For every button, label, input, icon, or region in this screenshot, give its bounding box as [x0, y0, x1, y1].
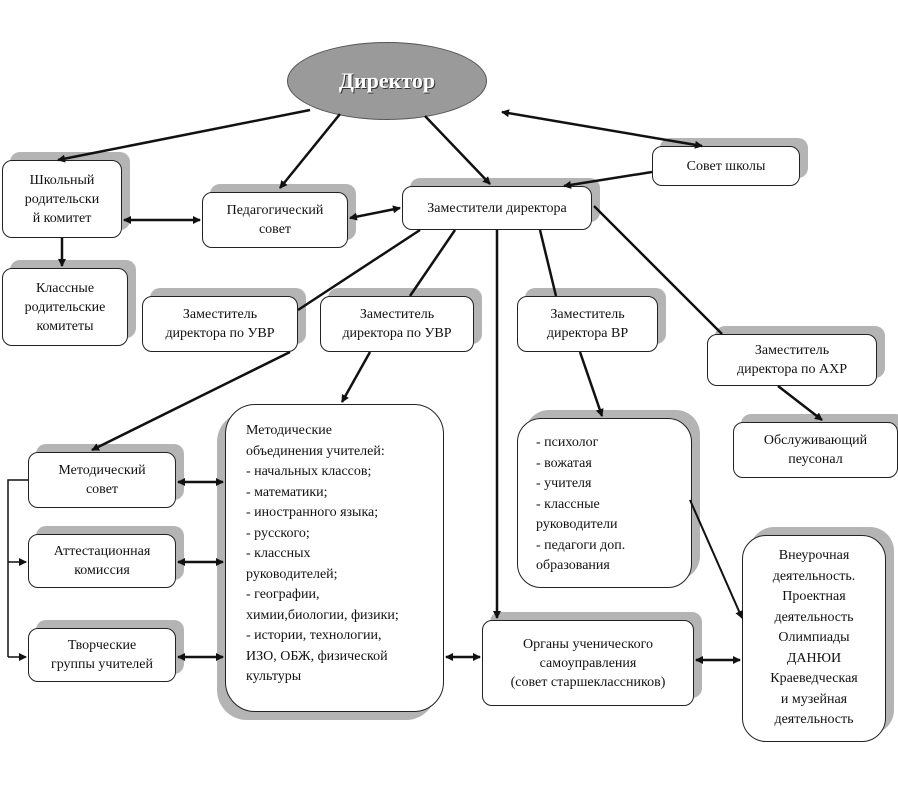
node-school-council: Совет школы [652, 146, 800, 186]
node-text-line: родительские [24, 299, 106, 315]
node-text-line: руководители [536, 517, 618, 532]
node-text-line: комитеты [36, 318, 94, 334]
node-text-line: Творческие [67, 638, 137, 653]
node-text-line: Заместитель [754, 343, 830, 358]
node-text-line: деятельность [774, 609, 854, 625]
node-text-line: Обслуживающий [763, 433, 868, 448]
node-text-line: Совет школы [686, 158, 766, 174]
node-text-line: совет [258, 222, 292, 237]
node-text-line: - психолог [536, 435, 599, 450]
node-creative-groups: Творческие группы учителей [28, 628, 176, 682]
arrow-ahr-to-service-staff [777, 385, 823, 421]
node-text-line: Педагогический [226, 203, 324, 218]
arrow-director-school-council [501, 109, 703, 149]
arrow-uvr-2-to-methodical-unions [340, 351, 372, 403]
node-text-line: Проектная [782, 589, 846, 605]
node-text-line: - учителя [536, 476, 592, 491]
node-text-line: деятельность. [772, 568, 856, 584]
node-text-line: Олимпиады [778, 630, 850, 646]
node-vr-staff: - психолог - вожатая - учителя - классные ру… [517, 418, 692, 588]
node-deputy-uvr-2: Заместитель директора по УВР [320, 296, 474, 352]
node-text-line: - географии, [246, 587, 320, 602]
node-text-line: Заместитель [550, 307, 625, 322]
node-text-line: директора по УВР [342, 326, 452, 341]
node-methodical-council: Методический совет [28, 452, 176, 508]
node-class-parent-committees: Классные родительские комитеты [2, 268, 128, 346]
node-school-parent-committee: Школьный родительски й комитет [2, 160, 122, 238]
arrow-school-council-to-deputies [563, 170, 653, 189]
node-text-line: - математики; [246, 484, 328, 500]
node-text-line: - иностранного языка; [246, 505, 379, 520]
node-deputy-vr: Заместитель директора ВР [517, 296, 658, 352]
node-extracurricular: Внеурочная деятельность. Проектная деятельн… [742, 535, 886, 742]
node-text-line: образования [536, 558, 610, 573]
node-text-line: директора ВР [546, 326, 629, 341]
node-deputy-uvr-1: Заместитель директора по УВР [142, 296, 298, 352]
node-text-line: - вожатая [536, 455, 592, 471]
node-text-line: директора по УВР [165, 326, 275, 341]
node-text-line: группы учителей [50, 657, 153, 672]
node-text-line: Заместитель [359, 307, 435, 322]
node-text-line: - педагоги доп. [536, 537, 626, 553]
node-attestation-commission: Аттестационная комиссия [28, 534, 176, 588]
arrow-pedagogical-council-deputies [349, 205, 401, 221]
node-text-line: родительски [24, 191, 100, 207]
node-methodical-unions: Методические объединения учителей: - начал… [225, 404, 444, 712]
node-text-line: ДАНЮИ [786, 650, 842, 666]
node-text-line: Аттестационная [53, 544, 151, 559]
node-text-line: Заместитель [182, 307, 258, 322]
node-text-line: Классные [35, 280, 95, 296]
line-deputies-to-uvr-2 [408, 229, 457, 297]
arrow-director-to-pedagogical-council [279, 113, 341, 189]
node-text-line: Краеведческая [770, 671, 858, 687]
node-director: Директор [287, 42, 487, 120]
line-methodical-council-bracket [7, 479, 28, 657]
node-pedagogical-council: Педагогический совет [202, 192, 348, 248]
node-text-line: химии,биологии, физики; [246, 607, 399, 623]
node-text-line: й комитет [32, 210, 92, 226]
node-text-line: - начальных классов; [246, 464, 372, 479]
arrow-director-to-school-parent-committee [57, 108, 311, 163]
arrow-vr-staff-to-extracurricular [689, 499, 743, 619]
node-service-staff: Обслуживающий пеусонал [733, 422, 898, 478]
node-text-line: Заместители директора [427, 200, 567, 216]
node-text-line: (совет старшеклассников) [510, 674, 666, 690]
node-text-line: руководителей; [246, 566, 338, 582]
node-text-line: и музейная [780, 691, 848, 707]
node-deputies: Заместители директора [402, 186, 592, 230]
node-text-line: культуры [246, 669, 302, 684]
node-text-line: деятельность [774, 712, 854, 728]
node-text-line: пеусонал [788, 452, 843, 467]
node-text-line: директора по АХР [736, 362, 848, 377]
node-text-line: Органы ученического [522, 636, 653, 652]
node-text-line: самоуправления [539, 655, 637, 671]
node-student-government: Органы ученического самоуправления (совет … [482, 620, 694, 706]
node-text-line: объединения учителей: [246, 443, 385, 459]
node-deputy-ahr: Заместитель директора по АХР [707, 334, 877, 386]
node-text-line: - русского; [246, 525, 310, 541]
arrow-vr-to-staff [578, 351, 604, 417]
node-text-line: ИЗО, ОБЖ, физической [246, 648, 388, 664]
node-text-line: - классных [246, 546, 311, 561]
line-deputies-to-vr [538, 229, 558, 297]
node-text-line: - классные [536, 496, 600, 512]
node-text-line: Внеурочная [778, 548, 850, 564]
arrow-director-to-deputies [424, 115, 491, 185]
node-text-line: - истории, технологии, [246, 628, 382, 643]
node-text-line: Методические [246, 423, 332, 438]
node-text-line: совет [85, 482, 119, 497]
node-text-line: Школьный [29, 172, 95, 188]
node-text-line: Методический [58, 463, 146, 478]
node-text-line: комиссия [74, 563, 130, 578]
